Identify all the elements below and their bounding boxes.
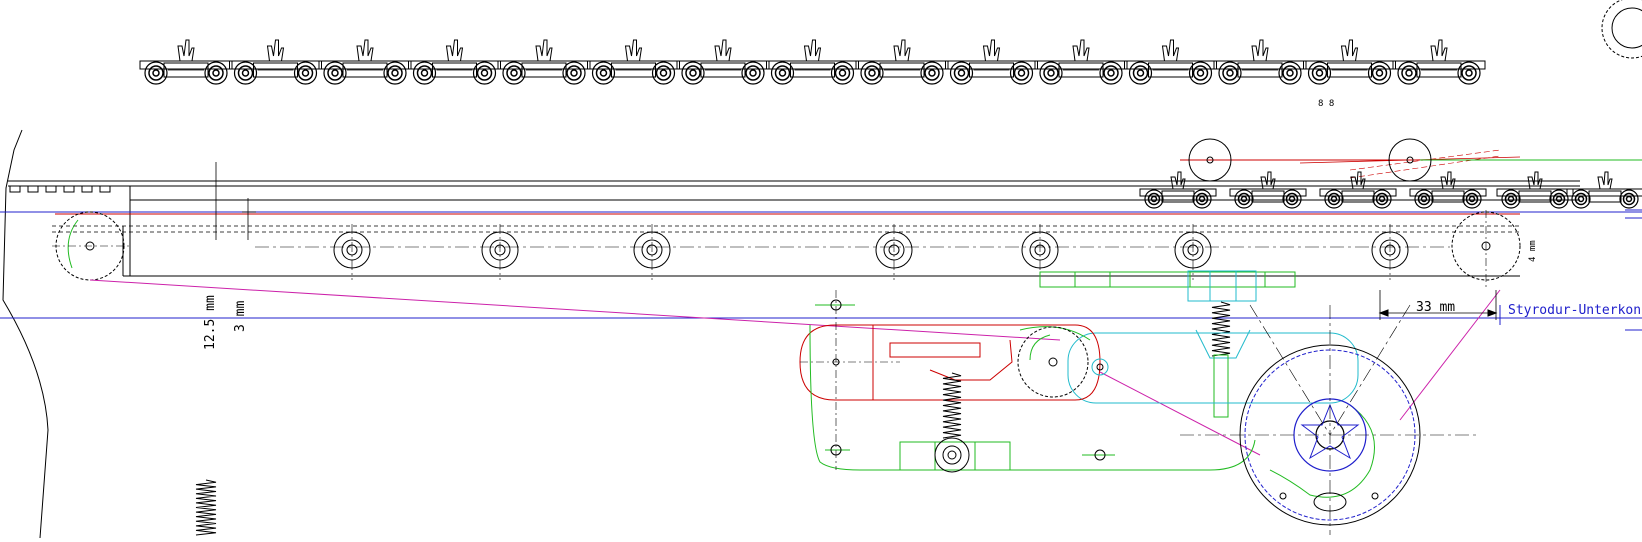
spring-lower (942, 372, 962, 439)
label-dim-4: 4 mm (1528, 240, 1538, 262)
right-end-pulley (1451, 210, 1521, 290)
tension-wheel (1017, 326, 1089, 398)
trolley (1392, 39, 1486, 85)
trolley (676, 39, 770, 85)
trolley (1034, 39, 1128, 85)
label-dim-33: 33 mm (1416, 300, 1455, 315)
cyan-spring-block (1187, 270, 1257, 359)
green-base-bracket (809, 304, 1375, 498)
spring-bottom-left (195, 479, 217, 536)
trolley-small (1229, 171, 1307, 209)
trolley (407, 39, 502, 85)
belt-frame (52, 225, 1520, 277)
trolley (765, 39, 860, 85)
trolley-small (1566, 171, 1642, 209)
trolley-row-top (139, 39, 1486, 85)
drive-pulley (1180, 304, 1480, 535)
contour-line (2, 129, 49, 539)
label-dim-12-5: 12.5 mm (203, 295, 218, 350)
magenta-drive-belt-upper (89, 279, 1061, 341)
trolley (318, 39, 412, 85)
trolley (139, 39, 233, 85)
trolley-small (1139, 171, 1217, 209)
trolley (1302, 39, 1397, 85)
label-dim-3: 3 mm (233, 301, 248, 332)
overhead-wheels (1188, 138, 1432, 182)
trolley (855, 39, 949, 85)
dimension-33 (1378, 290, 1498, 320)
trolley (1213, 39, 1307, 85)
mounting-points (800, 290, 1109, 470)
trolley-small (1496, 171, 1574, 209)
trolley (586, 39, 681, 85)
cyan-housing (1067, 332, 1359, 404)
spring-upper (1211, 301, 1231, 357)
red-tensioner-arm (799, 324, 1101, 401)
trolley-small (1319, 171, 1397, 209)
left-end-pulley (52, 211, 130, 281)
trolley-row-belt (1139, 171, 1642, 209)
green-bracket-rail (1039, 271, 1296, 288)
trolley (1123, 39, 1218, 85)
trolley (497, 39, 591, 85)
trolley (228, 39, 323, 85)
conveyor-rail (8, 180, 1580, 276)
dimension-12-5 (208, 162, 256, 240)
label-styrodur: Styrodur-Unterkon (1508, 303, 1641, 318)
lower-pivot (934, 437, 970, 473)
note-8-8: 8 8 (1318, 99, 1334, 109)
corner-circle-detail (1601, 0, 1642, 59)
trolley (944, 39, 1039, 85)
